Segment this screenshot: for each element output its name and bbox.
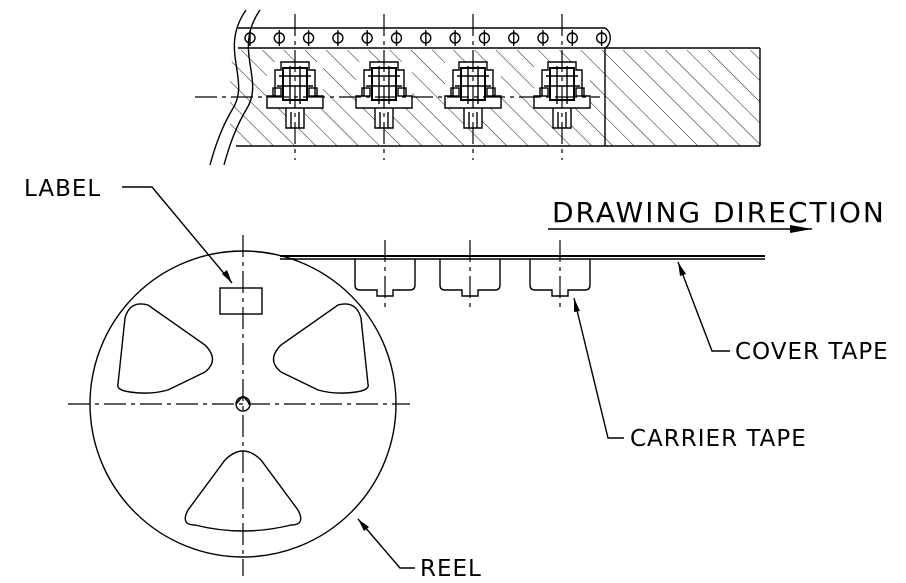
tape-top-view (195, 9, 761, 166)
reel-text: REEL (420, 556, 482, 582)
cover-tape-callout: COVER TAPE (677, 261, 889, 365)
carrier-tape-text: CARRIER TAPE (630, 426, 807, 452)
pocket-component (355, 14, 413, 160)
side-pocket (354, 240, 416, 310)
side-pocket (439, 240, 501, 310)
side-pocket (529, 240, 591, 310)
reel-callout: REEL (357, 518, 482, 582)
pocket-component (266, 14, 324, 160)
sprocket-holes (244, 30, 608, 46)
reel (68, 235, 765, 576)
pocket-component (444, 14, 502, 160)
pocket-components (266, 14, 591, 160)
carrier-tape-callout: CARRIER TAPE (573, 297, 807, 452)
label-text: LABEL (24, 176, 101, 202)
direction-arrow-icon (790, 225, 812, 233)
drawing-direction: DRAWING DIRECTION (548, 196, 886, 233)
pocket-component (533, 14, 591, 160)
label-callout: LABEL (24, 176, 263, 315)
cover-tape-text: COVER TAPE (735, 339, 889, 365)
label-box (219, 287, 263, 315)
carrier-tape-side-view (354, 240, 591, 310)
drawing-direction-text: DRAWING DIRECTION (552, 196, 886, 229)
